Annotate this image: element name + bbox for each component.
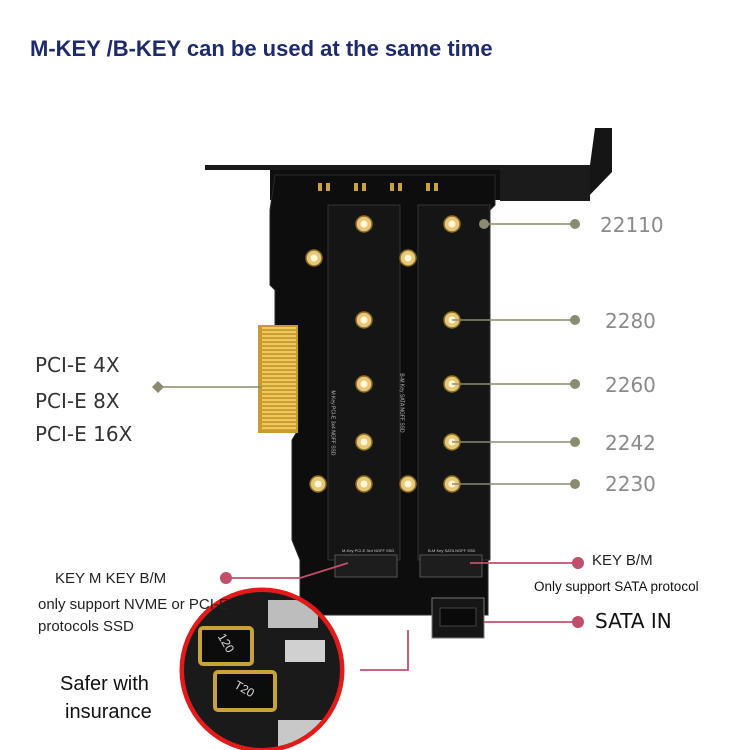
standoff-hole-center [404,254,412,262]
gold-finger-pin [262,395,296,398]
size-label-22110: 22110 [600,213,664,237]
gold-finger-pin [262,399,296,402]
gold-finger-pin [262,355,296,358]
gold-finger-pin [262,327,296,330]
gray-callout-dots [152,219,580,489]
standoff-hole-center [360,480,368,488]
b-key-socket [419,554,483,578]
key-b-label: KEY B/M [592,552,653,569]
gold-finger-pin [262,379,296,382]
pcie-8x-label: PCI-E 8X [35,389,120,413]
sata-in-label: SATA IN [595,609,672,633]
gold-finger-pin [262,347,296,350]
standoff-hole-center [360,220,368,228]
gold-finger-pin [262,371,296,374]
gold-finger-pin [262,387,296,390]
safer-label-1: Safer with [60,673,149,695]
resistor-2 [213,670,277,712]
size-label-2280: 2280 [605,309,656,333]
gold-finger-pin [262,343,296,346]
resistor-1 [198,626,254,666]
standoff-hole-center [360,438,368,446]
zoom-circle [179,587,345,750]
key-b-desc: Only support SATA protocol [534,579,699,594]
gold-finger-pin [262,367,296,370]
pink-callout-lines [226,562,578,671]
standoff-hole-center [310,254,318,262]
silk-side-left: M Key PCI-E 3x4 NGFF SSD [329,390,336,456]
key-m-desc-2: protocols SSD [38,618,134,635]
gold-finger-pin [262,383,296,386]
safer-label-2: insurance [65,701,152,723]
gray-callout-lines [158,223,575,485]
silk-left-slot: M-Key PCI-E 3x4 NGFF SSD [342,548,395,553]
gold-finger-pin [262,423,296,426]
gold-finger-pin [262,407,296,410]
gold-finger-pin [262,419,296,422]
silk-side-right: B-M Key SATA NGFF SSD [398,373,405,433]
standoff-hole-center [314,480,322,488]
pink-callout-dots [220,557,584,628]
gold-finger-pin [262,351,296,354]
m-key-socket [334,554,398,578]
size-label-2230: 2230 [605,472,656,496]
gold-finger-pin [262,427,296,430]
key-m-desc-1: only support NVME or PCI-E [38,596,229,613]
standoff-hole-center [360,316,368,324]
standoff-hole-center [448,220,456,228]
gold-fingers [258,325,298,433]
gold-finger-pin [262,411,296,414]
gold-finger-pin [262,403,296,406]
gold-finger-pin [262,359,296,362]
page-title: M-KEY /B-KEY can be used at the same tim… [30,36,493,61]
silk-right-slot: B-M Key SATA NGFF SSD [428,548,476,553]
key-m-label: KEY M KEY B/M [55,570,167,587]
size-label-2260: 2260 [605,373,656,397]
gold-finger-pin [262,415,296,418]
gold-finger-pin [262,335,296,338]
gold-finger-pin [262,363,296,366]
gold-finger-pin [262,391,296,394]
pcie-16x-label: PCI-E 16X [35,422,133,446]
size-label-2242: 2242 [605,431,656,455]
pcb-board [258,174,496,639]
standoff-hole-center [404,480,412,488]
standoff-hole-center [360,380,368,388]
gold-finger-pin [262,375,296,378]
gold-finger-pin [262,339,296,342]
pcie-4x-label: PCI-E 4X [35,353,120,377]
gold-finger-pin [262,331,296,334]
